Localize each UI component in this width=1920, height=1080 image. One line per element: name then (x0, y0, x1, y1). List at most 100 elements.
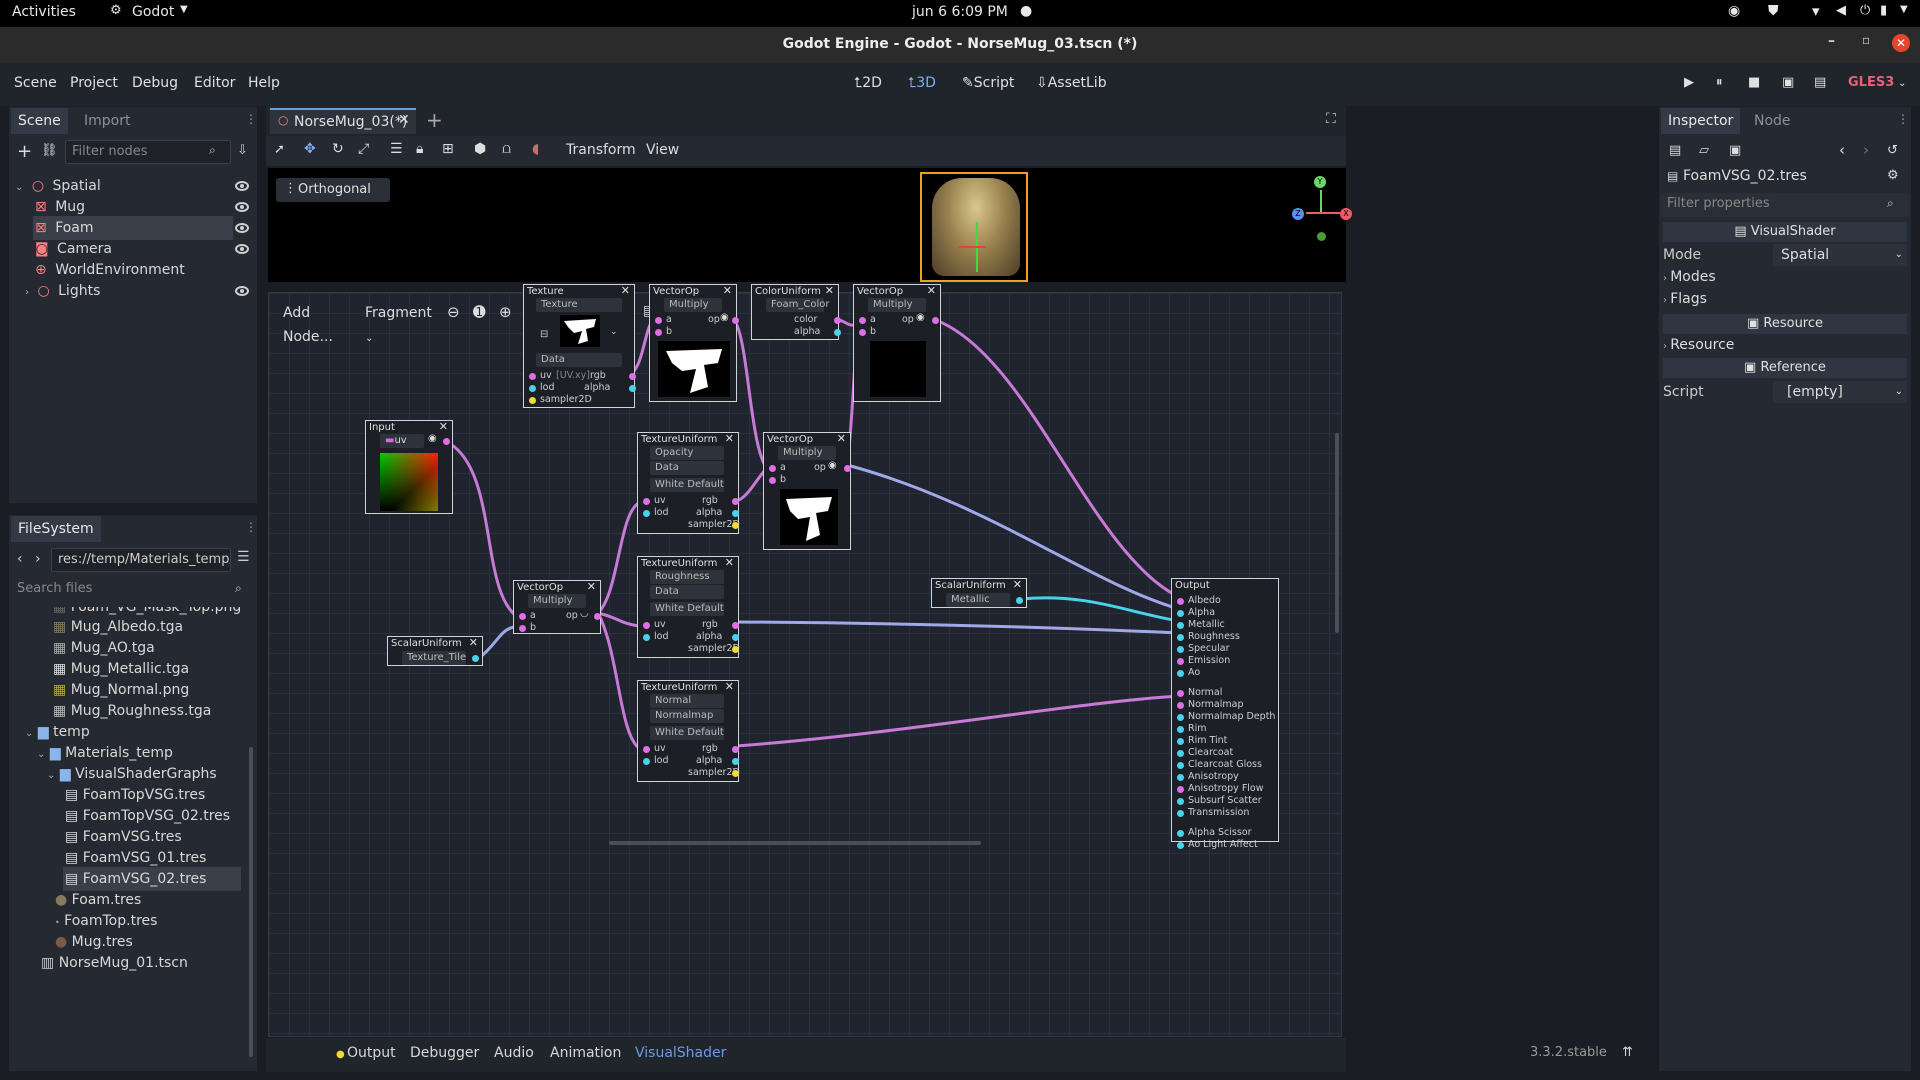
add-tab-icon[interactable]: + (426, 108, 443, 132)
tab-debugger[interactable]: Debugger (410, 1045, 480, 1061)
uniform-name-field[interactable]: Metallic (946, 593, 1010, 607)
port-a-in[interactable] (655, 317, 662, 324)
menu-project[interactable]: Project (70, 75, 118, 91)
file-item[interactable]: ● Foam.tres (55, 892, 142, 908)
file-item[interactable]: ● Mug.tres (55, 934, 133, 950)
port-uv-in[interactable] (529, 373, 536, 380)
port-uv-in[interactable] (643, 622, 650, 629)
port-a-in[interactable] (519, 613, 526, 620)
file-item-selected[interactable]: ▤ FoamVSG_02.tres (63, 867, 241, 891)
system-menu-chevron-icon[interactable]: ▼ (1900, 4, 1908, 15)
menu-editor[interactable]: Editor (194, 75, 236, 91)
visual-shader-graph[interactable]: Add Node... Fragment ⌄ ⊖ ➊ ⊕ ⌗ 20 ⇕ ⊞ ▤ … (268, 284, 1342, 1037)
preview-eye-icon[interactable]: ◉ (916, 312, 925, 323)
close-node-icon[interactable]: ✕ (722, 284, 732, 297)
port-scalar-out[interactable] (1016, 597, 1023, 604)
add-node-icon[interactable]: + (17, 141, 33, 162)
mode-3d-button[interactable]: ⮤3D (908, 75, 936, 91)
gizmo-z-icon[interactable]: Z (1292, 208, 1304, 220)
port-input-dot[interactable] (1177, 690, 1184, 697)
power-icon[interactable]: ⏻ (1860, 3, 1871, 18)
texture-preview[interactable] (560, 315, 600, 347)
scale-tool-icon[interactable]: ⤢ (358, 141, 370, 157)
port-input-dot[interactable] (1177, 646, 1184, 653)
tree-item-mug[interactable]: ⊠ Mug (35, 199, 86, 215)
port-lod-in[interactable] (529, 385, 536, 392)
visibility-eye-icon[interactable] (235, 286, 249, 296)
port-alpha-out[interactable] (629, 385, 636, 392)
close-node-icon[interactable]: ✕ (724, 432, 734, 445)
minimize-icon[interactable]: – (1828, 33, 1835, 49)
tab-inspector[interactable]: Inspector (1661, 108, 1741, 134)
port-op-out[interactable] (932, 317, 939, 324)
port-b-in[interactable] (859, 329, 866, 336)
uniform-name-field[interactable]: Normal (650, 694, 724, 708)
play-custom-scene-icon[interactable]: ▤ (1814, 75, 1827, 90)
camera-override-icon[interactable]: ◖ (532, 141, 540, 157)
list-view-icon[interactable]: ☰ (237, 549, 250, 565)
save-resource-icon[interactable]: ▣ (1729, 143, 1742, 158)
port-input-dot[interactable] (1177, 670, 1184, 677)
mode-assetlib-button[interactable]: ⇩AssetLib (1036, 75, 1107, 91)
port-b-in[interactable] (519, 625, 526, 632)
menu-scene[interactable]: Scene (14, 75, 57, 91)
close-node-icon[interactable]: ✕ (824, 284, 834, 297)
shield-icon[interactable]: ⛊ (1768, 3, 1779, 19)
viewport-mode-button[interactable]: ⋮ Orthogonal (276, 178, 390, 202)
port-lod-in[interactable] (643, 758, 650, 765)
maximize-icon[interactable]: ▫ (1862, 33, 1871, 47)
gizmo-neg-y-icon[interactable] (1317, 232, 1326, 241)
tree-item-lights[interactable]: › ○ Lights (25, 283, 101, 299)
pause-icon[interactable]: ⏸ (1716, 75, 1723, 90)
group-flags[interactable]: › Flags (1663, 291, 1707, 307)
preview-eye-icon[interactable]: ◡ (580, 608, 589, 619)
folder-item-visualshadergraphs[interactable]: ⌄ ▆ VisualShaderGraphs (47, 766, 217, 782)
app-menu-button[interactable]: Godot (132, 4, 175, 20)
visibility-eye-icon[interactable] (235, 181, 249, 191)
back-arrow-icon[interactable]: ‹ (17, 551, 23, 567)
visibility-eye-icon[interactable] (235, 202, 249, 212)
port-input-dot[interactable] (1177, 774, 1184, 781)
transform-menu[interactable]: Transform (566, 142, 636, 158)
preview-eye-icon[interactable]: ◉ (428, 433, 437, 444)
port-a-in[interactable] (859, 317, 866, 324)
local-space-icon[interactable]: ⬢ (474, 141, 487, 157)
port-uv-in[interactable] (643, 498, 650, 505)
lock-icon[interactable]: 🔒︎ (416, 141, 424, 157)
group-resource[interactable]: › Resource (1663, 337, 1735, 353)
chevron-down-icon[interactable]: ⌄ (610, 327, 618, 337)
dock-options-icon[interactable]: ⋮ (245, 112, 257, 126)
texture-type-select[interactable]: Normalmap (650, 709, 724, 723)
tree-item-foam[interactable]: ⊠ Foam (33, 216, 233, 240)
stop-icon[interactable]: ■ (1748, 75, 1761, 90)
3d-viewport[interactable]: ⋮ Orthogonal Y Z X (268, 168, 1352, 282)
port-input-dot[interactable] (1177, 750, 1184, 757)
file-item[interactable]: ▦ Foam_VG_Mask_Top.png (53, 607, 241, 619)
port-input-dot[interactable] (1177, 810, 1184, 817)
tree-item-worldenvironment[interactable]: ⊕ WorldEnvironment (35, 262, 185, 278)
expand-icon[interactable]: › (25, 287, 29, 298)
uniform-name-field[interactable]: Foam_Color (766, 298, 830, 312)
port-input-dot[interactable] (1177, 726, 1184, 733)
expand-panel-icon[interactable]: ⇈ (1622, 1045, 1633, 1060)
graph-h-scrollbar[interactable] (609, 841, 981, 845)
texture-default-select[interactable]: White Default (650, 478, 724, 492)
sync-icon[interactable]: ◉ (1728, 3, 1741, 19)
zoom-reset-icon[interactable]: ➊ (473, 303, 486, 321)
file-item[interactable]: ▤ FoamVSG.tres (65, 829, 182, 845)
port-input-dot[interactable] (1177, 830, 1184, 837)
visibility-eye-icon[interactable] (235, 223, 249, 233)
port-rgb-out[interactable] (732, 746, 739, 753)
gizmo-y-icon[interactable]: Y (1314, 176, 1326, 188)
port-a-in[interactable] (769, 465, 776, 472)
file-item[interactable]: ▥ NorseMug_01.tscn (41, 955, 188, 971)
path-field[interactable]: res://temp/Materials_temp/Visu (51, 548, 231, 572)
port-lod-in[interactable] (643, 634, 650, 641)
group-icon[interactable]: ⊞ (442, 141, 454, 157)
tree-item-camera[interactable]: ◙ Camera (35, 241, 112, 257)
folder-item-temp[interactable]: ⌄ ▆ temp (25, 724, 90, 740)
port-input-dot[interactable] (1177, 842, 1184, 849)
node-texture-body[interactable]: Texture ✕ Texture ⊟ ⌄ Data uv [UV.xy] rg… (523, 284, 636, 408)
close-node-icon[interactable]: ✕ (724, 680, 734, 693)
